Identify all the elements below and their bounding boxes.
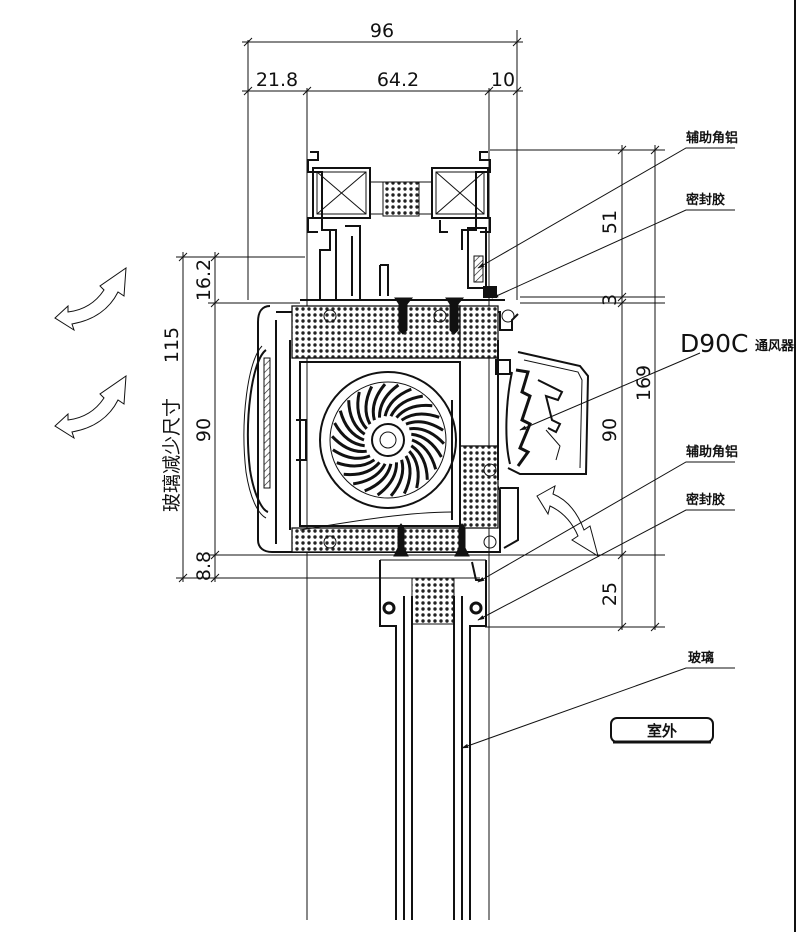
fan-blade	[389, 459, 405, 497]
fan-blade	[408, 450, 420, 489]
airflow-arrow-upper	[54, 266, 127, 332]
ventilator-body	[243, 305, 519, 553]
fan-blade	[371, 383, 387, 421]
fan-blade	[352, 463, 387, 486]
fan-blade	[389, 394, 424, 417]
screws	[393, 297, 470, 557]
fan-impeller	[319, 371, 457, 509]
dim-8-8: 8.8	[193, 551, 215, 581]
outdoor-hood	[505, 351, 590, 475]
fan-blade	[333, 422, 365, 448]
fan-blade	[383, 387, 412, 417]
label-outdoor: 室外	[647, 722, 677, 740]
label-sealant-bottom: 密封胶	[685, 492, 725, 508]
dim-90-left: 90	[193, 418, 215, 442]
glass-assembly	[379, 559, 487, 920]
fan-blade	[411, 432, 443, 458]
dim-10: 10	[491, 69, 515, 91]
fan-blade	[409, 426, 445, 445]
label-aux-angle-aluminum-bottom: 辅助角铝	[686, 444, 738, 460]
label-ventilator-model: D90C	[680, 329, 749, 358]
fan-blade	[377, 383, 400, 418]
dim-51: 51	[599, 210, 621, 234]
fan-blade	[332, 448, 371, 460]
fan-blade	[402, 455, 412, 495]
glass-reduction-value: 115	[161, 327, 183, 363]
fan-blade	[331, 435, 367, 454]
airflow-arrow-lower	[54, 374, 127, 440]
dim-169: 169	[633, 365, 655, 401]
label-aux-angle-aluminum-top: 辅助角铝	[686, 130, 738, 146]
rivets	[323, 309, 515, 549]
fan-blade	[343, 461, 381, 477]
fan-blade	[364, 385, 374, 425]
dim-90-right: 90	[599, 418, 621, 442]
dim-25: 25	[599, 582, 621, 606]
dim-64-2: 64.2	[377, 69, 419, 91]
fan-blade	[347, 400, 366, 436]
fan-blade	[405, 420, 444, 432]
fan-blade	[410, 444, 429, 480]
right-dimensions	[485, 145, 665, 632]
fan-blade	[376, 462, 399, 497]
fan-blade	[395, 403, 433, 419]
airflow-arrow-outdoor	[536, 485, 599, 558]
leader-lines	[461, 147, 735, 749]
dim-3: 3	[599, 294, 621, 306]
glass-reduction-label: 玻璃减少尺寸	[161, 398, 183, 512]
dim-16-2: 16.2	[193, 259, 215, 301]
fan-blade	[364, 463, 393, 493]
label-ventilator-name: 通风器	[755, 338, 795, 354]
fan-blade	[400, 412, 440, 422]
upper-frame-profile	[300, 151, 505, 301]
dim-96: 96	[370, 20, 394, 42]
fan-blade	[338, 410, 365, 442]
fan-blade	[336, 458, 376, 468]
dim-21-8: 21.8	[256, 69, 298, 91]
outdoor-tag: 室外	[610, 717, 714, 744]
label-glass: 玻璃	[688, 650, 714, 666]
fan-blade	[356, 391, 368, 430]
label-sealant-top: 密封胶	[685, 192, 725, 208]
fan-blade	[411, 438, 438, 470]
top-dimensions	[242, 30, 523, 250]
